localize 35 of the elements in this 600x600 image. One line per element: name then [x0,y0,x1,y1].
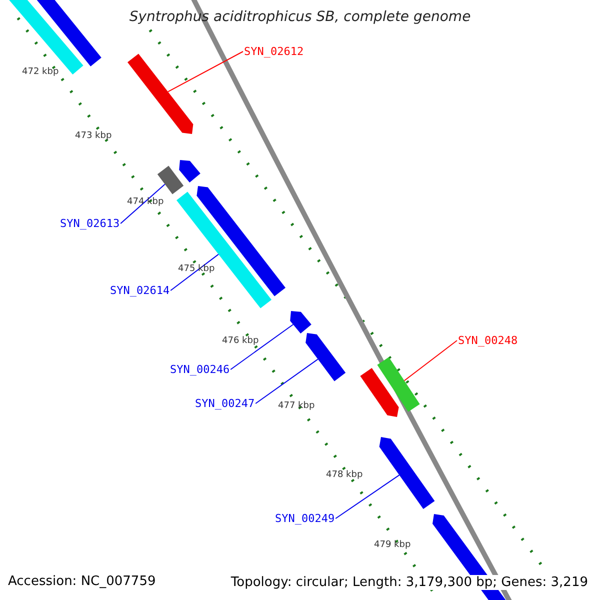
scale-label: 476 kbp [222,337,259,346]
scale-label: 475 kbp [178,265,215,274]
gene-block [377,357,420,412]
leader-line [170,254,219,291]
leader-line [404,340,458,382]
gene-block [290,311,312,334]
gene-block [196,186,286,296]
scale-label: 474 kbp [127,198,164,207]
gene-block [179,160,200,182]
gene-block [379,437,435,509]
accession-text: Accession: NC_007759 [8,575,156,588]
gene-block [128,54,194,134]
gene-label: SYN_00247 [195,398,255,409]
scale-label: 478 kbp [326,471,363,480]
leader-line [255,358,318,404]
leader-line [335,474,400,519]
gene-label: SYN_00248 [458,335,518,346]
leader-line [230,324,294,370]
title: Syntrophus aciditrophicus SB, complete genome [128,10,472,24]
scale-label: 473 kbp [75,132,112,141]
gene-block [306,333,346,382]
leader-line [168,51,244,92]
gene-block [176,192,272,308]
gene-block [360,368,399,417]
gene-block [157,166,184,194]
scale-label: 479 kbp [374,541,411,550]
gene-label: SYN_02613 [60,218,120,229]
gene-label: SYN_02612 [244,46,304,57]
leader-line [120,184,166,224]
genome-summary-text: Topology: circular; Length: 3,179,300 bp; Genes: 3,219 [228,575,590,590]
scale-label: 472 kbp [22,68,59,77]
gene-label: SYN_02614 [110,285,170,296]
gene-label: SYN_00246 [170,364,230,375]
scale-label: 477 kbp [278,402,315,411]
gene-label: SYN_00249 [275,513,335,524]
